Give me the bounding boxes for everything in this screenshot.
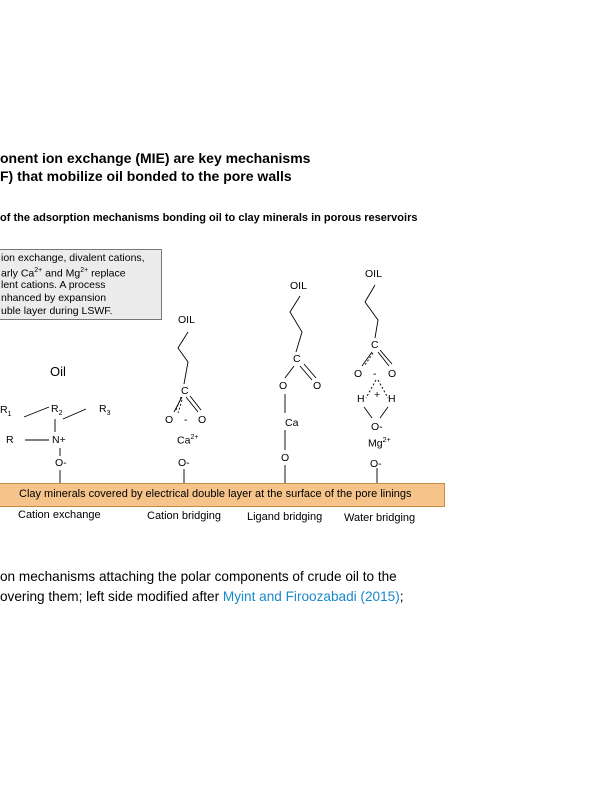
oxygen-left-1: O <box>165 414 174 426</box>
mechanism-ligand-bridging: Ligand bridging <box>247 511 323 523</box>
r2-label: R2 <box>51 403 63 418</box>
mechanism-cation-bridging: Cation bridging <box>147 510 221 522</box>
caption-line-1: on mechanisms attaching the polar compon… <box>0 569 397 584</box>
calcium-ion-1: Ca2+ <box>177 434 199 447</box>
r-label: R <box>6 434 14 446</box>
info-box-line-3: lent cations. A process <box>1 279 106 291</box>
hydrogen-right: H <box>388 393 396 405</box>
info-box-line-5: uble layer during LSWF. <box>1 305 113 317</box>
dash-3: - <box>373 368 377 380</box>
figure-subtitle: of the adsorption mechanisms bonding oil… <box>0 212 418 224</box>
oxygen-left-2: O <box>279 380 288 392</box>
r1-label: R1 <box>0 404 12 419</box>
oil-label-2: OIL <box>290 280 307 292</box>
oxygen-left-3: O <box>354 368 363 380</box>
plus-sign: + <box>374 389 381 401</box>
oil-label-1: OIL <box>178 314 195 326</box>
oxygen-right-1: O <box>198 414 207 426</box>
figure-title-line-2: F) that mobilize oil bonded to the pore … <box>0 168 292 184</box>
oxygen-anion-2: O- <box>178 457 190 469</box>
oxygen-right-2: O <box>313 380 322 392</box>
mechanism-cation-exchange: Cation exchange <box>18 509 101 521</box>
caption-line-2: overing them; left side modified after M… <box>0 589 404 604</box>
carbon-1: C <box>181 385 189 397</box>
info-box-line-2: arly Ca2+ and Mg2+ replace <box>1 267 126 280</box>
nitrogen-cation: N+ <box>52 434 66 446</box>
oil-label-3: OIL <box>365 268 382 280</box>
calcium-2: Ca <box>285 417 299 429</box>
hydrogen-left: H <box>357 393 365 405</box>
oxygen-anion-1: O- <box>55 457 67 469</box>
carbon-3: C <box>371 339 379 351</box>
clay-layer-text: Clay minerals covered by electrical doub… <box>19 488 412 500</box>
oxygen-right-3: O <box>388 368 397 380</box>
r3-label: R3 <box>99 403 111 418</box>
oxygen-bottom-2: O <box>281 452 290 464</box>
magnesium-ion: Mg2+ <box>368 437 391 450</box>
citation-link[interactable]: Myint and Firoozabadi (2015) <box>222 589 400 604</box>
oxygen-anion-3: O- <box>370 458 382 470</box>
carbon-2: C <box>293 353 301 365</box>
dash-1: - <box>184 414 188 426</box>
clay-layer-band: Clay minerals covered by electrical doub… <box>0 483 445 507</box>
info-box-line-1: ion exchange, divalent cations, <box>1 252 145 264</box>
oxygen-mid-3: O- <box>371 421 383 433</box>
oil-label-center: Oil <box>50 364 66 379</box>
info-box: ion exchange, divalent cations, arly Ca2… <box>0 249 162 320</box>
info-box-line-4: nhanced by expansion <box>1 292 107 304</box>
figure-title-line-1: onent ion exchange (MIE) are key mechani… <box>0 150 311 166</box>
mechanism-water-bridging: Water bridging <box>344 512 416 524</box>
